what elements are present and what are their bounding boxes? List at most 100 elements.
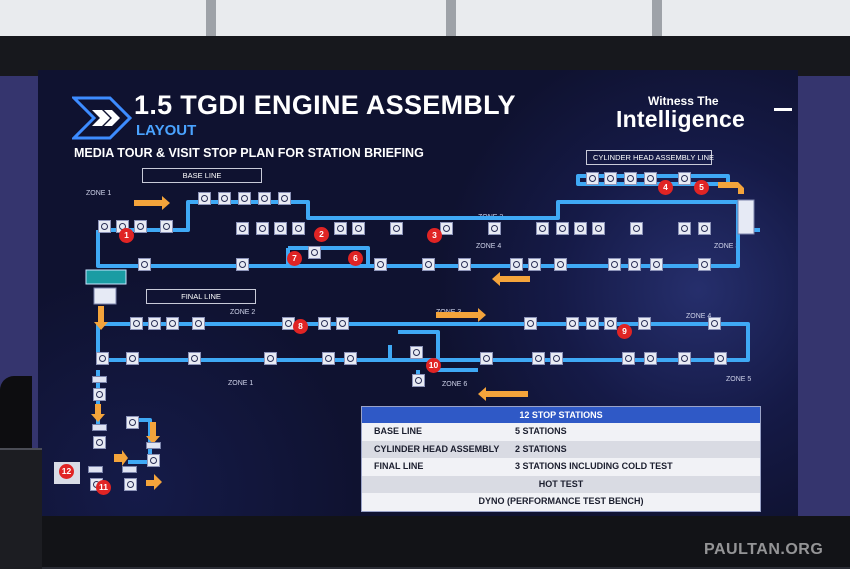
- station-icon: [256, 222, 269, 235]
- floor: [0, 516, 850, 567]
- brand-dash: [774, 108, 792, 111]
- direction-arrow-icon: [146, 474, 162, 490]
- station-icon: [678, 222, 691, 235]
- transfer-station: [93, 287, 117, 305]
- station-icon: [698, 222, 711, 235]
- station-icon: [138, 258, 151, 271]
- base-line-tag: BASE LINE: [142, 168, 262, 183]
- stop-badge: 6: [348, 251, 363, 266]
- table-cell: FINAL LINE: [374, 461, 424, 471]
- station-icon: [628, 258, 641, 271]
- table-cell: CYLINDER HEAD ASSEMBLY: [374, 443, 500, 454]
- station-icon: [422, 258, 435, 271]
- table-cell: DYNO (PERFORMANCE TEST BENCH): [478, 496, 644, 506]
- station-label-icon: [146, 442, 161, 449]
- station-icon: [236, 258, 249, 271]
- window-post: [206, 0, 216, 36]
- presentation-screen: 1.5 TGDI ENGINE ASSEMBLY LAYOUT MEDIA TO…: [38, 70, 798, 516]
- station-icon: [166, 317, 179, 330]
- station-icon: [532, 352, 545, 365]
- table-row: FINAL LINE 3 STATIONS INCLUDING COLD TES…: [362, 458, 760, 476]
- table-cell: 5 STATIONS: [515, 426, 567, 436]
- station-icon: [678, 352, 691, 365]
- station-icon: [678, 172, 691, 185]
- station-icon: [130, 317, 143, 330]
- station-icon: [126, 416, 139, 429]
- wall-band: [0, 36, 850, 76]
- station-icon: [264, 352, 277, 365]
- stop-badge: 4: [658, 180, 673, 195]
- stop-stations-table: 12 STOP STATIONS BASE LINE 5 STATIONS CY…: [361, 406, 761, 512]
- chevron-logo-icon: [72, 96, 132, 140]
- station-icon: [556, 222, 569, 235]
- zone-label: ZONE 2: [230, 309, 256, 316]
- station-label-icon: [92, 376, 107, 383]
- direction-arrow-icon: [718, 182, 744, 194]
- table-cell: HOT TEST: [538, 478, 584, 489]
- station-icon: [608, 258, 621, 271]
- zone-label: ZONE 1: [86, 190, 112, 197]
- station-icon: [714, 352, 727, 365]
- station-icon: [308, 246, 321, 259]
- direction-arrow-icon: [91, 404, 105, 422]
- stop-badge: 3: [427, 228, 442, 243]
- layout-label: LAYOUT: [136, 122, 197, 139]
- station-icon: [604, 172, 617, 185]
- station-label-icon: [92, 424, 107, 431]
- station-icon: [238, 192, 251, 205]
- station-icon: [574, 222, 587, 235]
- station-icon: [96, 352, 109, 365]
- station-icon: [134, 220, 147, 233]
- station-icon: [510, 258, 523, 271]
- table-row: HOT TEST: [362, 475, 760, 493]
- page-subtitle: MEDIA TOUR & VISIT STOP PLAN FOR STATION…: [74, 146, 424, 160]
- station-icon: [292, 222, 305, 235]
- zone-label: ZONE 3: [714, 243, 740, 250]
- station-icon: [650, 258, 663, 271]
- station-icon: [93, 388, 106, 401]
- station-icon: [698, 258, 711, 271]
- zone-label: ZONE 6: [442, 381, 468, 388]
- table-row: BASE LINE 5 STATIONS: [362, 423, 760, 441]
- station-icon: [98, 220, 111, 233]
- stop-badge: 9: [617, 324, 632, 339]
- station-icon: [410, 346, 423, 359]
- station-icon: [218, 192, 231, 205]
- stop-badge: 5: [694, 180, 709, 195]
- station-icon: [488, 222, 501, 235]
- direction-arrow-icon: [134, 196, 170, 210]
- station-icon: [592, 222, 605, 235]
- station-icon: [147, 454, 160, 467]
- table-row: DYNO (PERFORMANCE TEST BENCH): [362, 493, 760, 511]
- station-icon: [374, 258, 387, 271]
- station-icon: [524, 317, 537, 330]
- station-icon: [458, 258, 471, 271]
- station-icon: [586, 172, 599, 185]
- station-icon: [586, 317, 599, 330]
- station-icon: [334, 222, 347, 235]
- station-icon: [528, 258, 541, 271]
- station-icon: [282, 317, 295, 330]
- brand-tagline: Witness The: [648, 94, 719, 108]
- right-side-screen: [798, 76, 850, 516]
- stop-badge: 1: [119, 228, 134, 243]
- lectern: [0, 448, 42, 569]
- station-icon: [236, 222, 249, 235]
- station-label-icon: [122, 466, 137, 473]
- station-icon: [198, 192, 211, 205]
- station-icon: [566, 317, 579, 330]
- station-label-icon: [88, 466, 103, 473]
- station-icon: [554, 258, 567, 271]
- direction-arrow-icon: [478, 387, 528, 401]
- station-icon: [630, 222, 643, 235]
- stop-badge: 2: [314, 227, 329, 242]
- station-icon: [550, 352, 563, 365]
- station-icon: [93, 436, 106, 449]
- stop-badge: 12: [59, 464, 74, 479]
- station-icon: [622, 352, 635, 365]
- brand-name: Intelligence: [616, 106, 745, 132]
- station-icon: [412, 374, 425, 387]
- flow-path: [96, 230, 740, 268]
- station-icon: [708, 317, 721, 330]
- station-icon: [638, 317, 651, 330]
